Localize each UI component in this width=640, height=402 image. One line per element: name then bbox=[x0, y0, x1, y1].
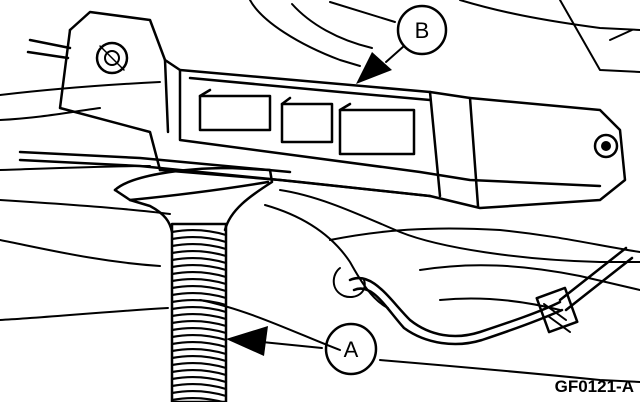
screw-thread bbox=[170, 333, 228, 342]
screw-thread bbox=[170, 312, 228, 321]
screw-thread bbox=[170, 361, 228, 370]
screw-thread bbox=[170, 319, 228, 328]
screw-thread bbox=[170, 340, 228, 349]
hose-line bbox=[348, 276, 564, 346]
callout-b: B bbox=[356, 4, 448, 84]
screw-thread bbox=[170, 235, 228, 244]
screw-thread bbox=[170, 263, 228, 272]
screw-thread bbox=[170, 249, 228, 258]
jack-screw bbox=[170, 222, 228, 402]
screw-thread bbox=[170, 389, 228, 398]
bracket-bolt-right bbox=[593, 133, 619, 159]
screw-thread bbox=[170, 277, 228, 286]
callout-a-label: A bbox=[344, 337, 359, 362]
figure-id: GF0121-A bbox=[555, 377, 634, 396]
screw-thread bbox=[170, 382, 228, 391]
callout-a: A bbox=[226, 322, 378, 376]
screw-thread bbox=[170, 291, 228, 300]
screw-thread bbox=[170, 228, 228, 237]
screw-thread bbox=[170, 368, 228, 377]
background-structure bbox=[0, 0, 640, 383]
screw-thread bbox=[170, 270, 228, 279]
screw-thread bbox=[170, 284, 228, 293]
callout-b-label: B bbox=[415, 18, 430, 43]
screw-thread bbox=[170, 242, 228, 251]
crossmember-bracket bbox=[18, 10, 627, 210]
screw-thread bbox=[170, 354, 228, 363]
screw-thread bbox=[170, 298, 228, 307]
screw-thread bbox=[170, 256, 228, 265]
screw-thread bbox=[170, 326, 228, 335]
screw-thread bbox=[170, 305, 228, 314]
bracket-bolt-left bbox=[95, 41, 129, 75]
hose-fitting bbox=[535, 246, 634, 334]
screw-thread bbox=[170, 347, 228, 356]
screw-thread bbox=[170, 375, 228, 384]
